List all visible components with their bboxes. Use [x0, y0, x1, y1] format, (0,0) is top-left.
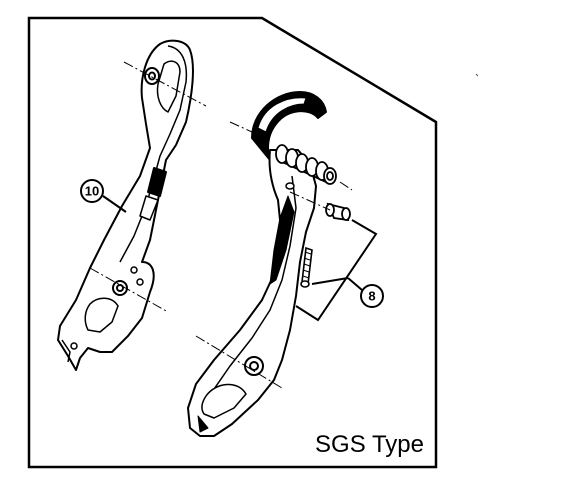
- pivot-shaft: [275, 144, 337, 185]
- outer-cage-plate: [57, 39, 194, 371]
- callout-10: 10: [80, 179, 127, 213]
- arm-hole: [285, 182, 295, 190]
- diagram-frame: [27, 16, 438, 469]
- center-lines: [89, 61, 353, 389]
- callout-10-number: 10: [85, 184, 99, 199]
- callout-8-number: 8: [368, 289, 375, 304]
- stray-mark: [475, 73, 479, 77]
- inner-cage-plate: [187, 91, 327, 437]
- callout-8-bracket: [295, 219, 378, 322]
- stopper-bolt: [300, 246, 313, 288]
- callout-8: 8: [295, 219, 384, 322]
- type-label: SGS Type: [315, 431, 424, 458]
